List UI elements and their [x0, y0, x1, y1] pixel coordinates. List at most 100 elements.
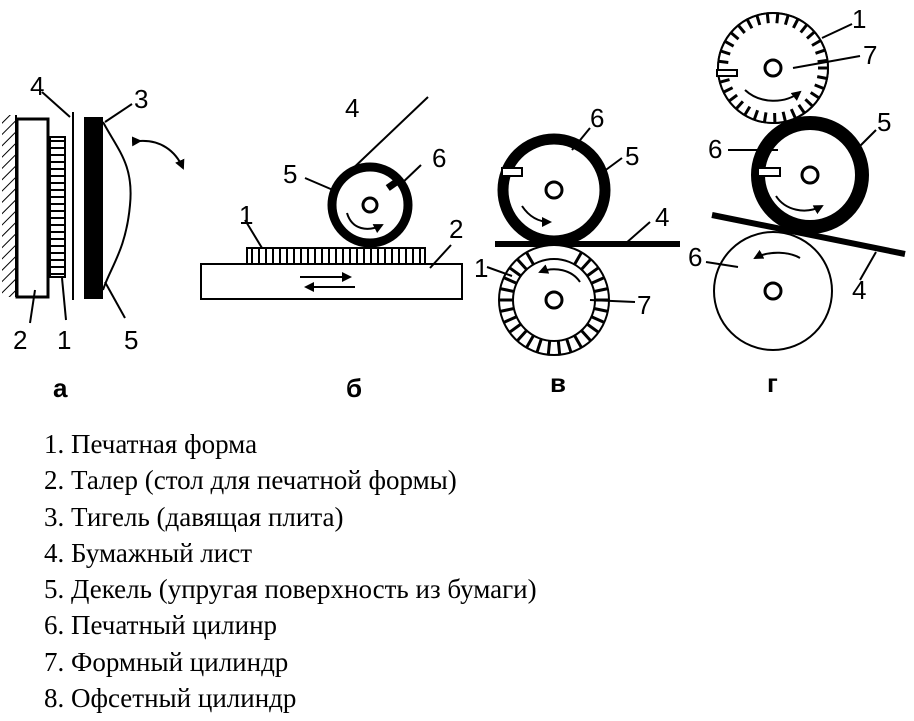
- label-b-4: 4: [345, 93, 359, 123]
- relief-segment: [814, 83, 825, 90]
- bed-2: [200, 263, 463, 300]
- relief-segment: [499, 287, 515, 293]
- label-v-6: 6: [590, 103, 604, 133]
- relief-segment: [516, 258, 528, 271]
- label-a-2: 2: [13, 325, 27, 355]
- relief-segment: [729, 31, 740, 41]
- label-g-1: 1: [852, 4, 866, 34]
- relief-segment: [718, 59, 729, 64]
- platen-3: [84, 117, 103, 299]
- relief-segment: [781, 111, 787, 122]
- legend-item: 6. Печатный цилинр: [44, 610, 278, 641]
- relief-segment: [815, 48, 826, 55]
- relief-segment: [804, 98, 814, 108]
- legend-item: 7. Формный цилиндр: [44, 646, 289, 677]
- relief-segment: [792, 18, 800, 29]
- relief-segment: [797, 104, 806, 114]
- leader-5: [857, 129, 877, 149]
- label-v-1: 1: [474, 253, 488, 283]
- leader-7: [589, 299, 636, 303]
- leader-6-bottom: [705, 261, 739, 268]
- relief-segment: [580, 329, 592, 342]
- relief-segment: [503, 276, 518, 285]
- relief-segment: [745, 18, 754, 30]
- rotation-arrow: [744, 89, 802, 102]
- label-b-5: 5: [283, 159, 297, 189]
- panel-letter-b: б: [346, 373, 362, 403]
- swing-arrow: [131, 136, 185, 170]
- relief-segment: [590, 315, 605, 324]
- relief-segment: [799, 23, 809, 34]
- label-a-4: 4: [30, 71, 44, 101]
- rotation-arrow: [538, 264, 581, 283]
- relief-segment: [593, 307, 609, 313]
- relief-segment: [728, 93, 738, 103]
- relief-segment: [565, 338, 573, 353]
- label-v-4: 4: [655, 202, 669, 232]
- cylinder-axis: [361, 196, 379, 214]
- panel-letter-g: г: [767, 368, 778, 398]
- panel-a-platen-press: 4 3 2 1 5 а: [2, 71, 185, 403]
- rotation-arrow: [775, 195, 824, 215]
- tympan-5: [102, 121, 132, 291]
- relief-segment: [762, 112, 768, 123]
- relief-segment: [573, 334, 583, 349]
- relief-segment: [586, 322, 600, 334]
- label-b-2: 2: [449, 214, 463, 244]
- label-g-6-top: 6: [708, 134, 722, 164]
- label-a-1: 1: [57, 325, 71, 355]
- panel-b-flatbed-press: 4 5 6 1 2 б: [200, 93, 463, 403]
- form-body: [49, 136, 66, 278]
- relief-segment: [535, 338, 543, 353]
- relief-segment: [590, 276, 605, 285]
- legend-item: 3. Тигель (давящая плита): [44, 501, 344, 532]
- leader-1: [244, 219, 263, 249]
- relief-segment: [546, 340, 552, 355]
- cylinder-axis: [544, 290, 564, 310]
- legend-list: 1. Печатная форма 2. Талер (стол для печ…: [44, 426, 537, 716]
- legend-item: 8. Офсетный цилиндр: [44, 683, 297, 714]
- gripper: [501, 167, 523, 177]
- cylinder-axis: [800, 165, 820, 185]
- relief-segment: [573, 251, 583, 266]
- printing-form-1: [49, 136, 66, 278]
- gripper: [385, 175, 403, 191]
- relief-segment: [503, 315, 518, 324]
- panel-v-rotary-press: 6 5 4 1 7 в: [474, 103, 680, 398]
- leader-6: [571, 127, 591, 151]
- label-a-5: 5: [124, 325, 138, 355]
- relief-segment: [586, 266, 600, 278]
- rotation-arrow: [753, 249, 801, 259]
- relief-segment: [789, 108, 797, 119]
- cylinder-axis: [763, 58, 783, 78]
- relief-segment: [765, 13, 770, 24]
- leader-1: [821, 23, 853, 39]
- relief-segment: [525, 334, 535, 349]
- leader-5: [602, 157, 623, 173]
- legend-item: 4. Бумажный лист: [44, 537, 253, 568]
- relief-segment: [508, 266, 522, 278]
- legend-item: 5. Декель (упругая поверхность из бумаги…: [44, 574, 537, 605]
- form-relief: [251, 249, 421, 263]
- label-g-7: 7: [863, 40, 877, 70]
- paper-sheet-4: [344, 96, 429, 177]
- relief-segment: [806, 30, 816, 40]
- relief-segment: [811, 39, 822, 47]
- leader-2: [429, 244, 452, 269]
- relief-segment: [724, 39, 735, 48]
- relief-segment: [816, 75, 828, 80]
- panel-letter-a: а: [53, 373, 68, 403]
- legend-item: 1. Печатная форма: [44, 429, 258, 459]
- label-a-3: 3: [134, 84, 148, 114]
- leader-1: [486, 266, 513, 277]
- leader-3: [104, 103, 133, 123]
- relief-segment: [817, 58, 828, 64]
- relief-segment: [556, 340, 562, 355]
- cylinder-axis: [544, 180, 564, 200]
- leader-2: [29, 289, 36, 324]
- panel-g-offset-press: 1 7 6 5 6 4 г: [688, 4, 906, 398]
- wall-hatch: [2, 115, 16, 297]
- leader-4: [624, 221, 651, 245]
- relief-segment: [783, 14, 790, 26]
